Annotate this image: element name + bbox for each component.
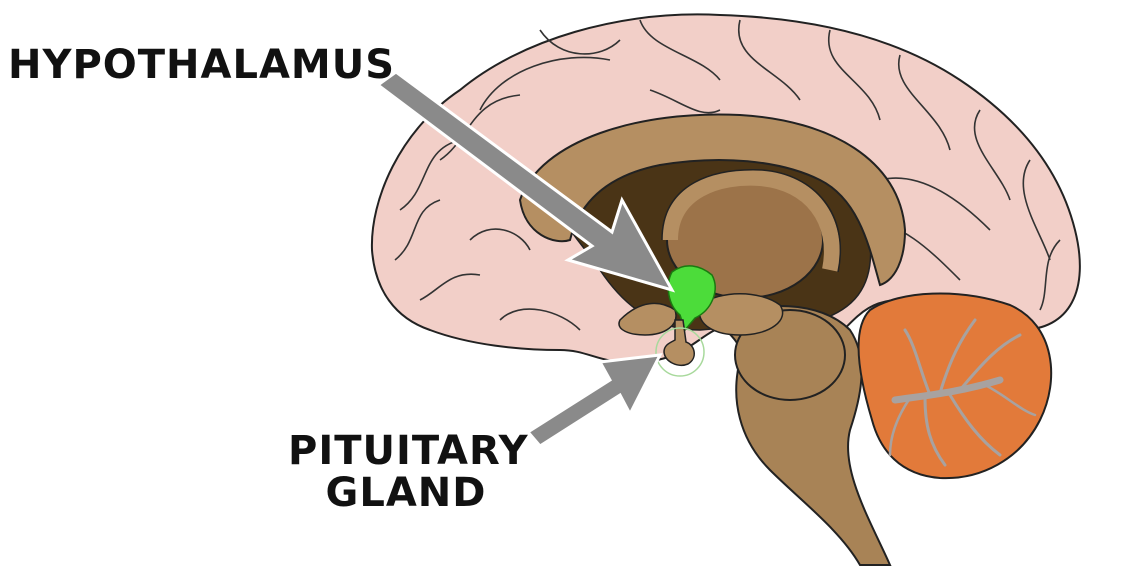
pituitary-highlight-ring [655, 327, 705, 377]
pituitary-label-line2: GLAND [325, 470, 487, 516]
gyri [394, 19, 1061, 331]
hypothalamus-arrow [375, 70, 676, 293]
pituitary-gland [663, 319, 695, 366]
corpus-callosum [518, 113, 907, 287]
mammillary-region [698, 293, 784, 336]
optic-chiasm [618, 302, 677, 336]
hypothalamus-label: HYPOTHALAMUS [8, 42, 396, 88]
fornix [662, 169, 840, 272]
hypothalamus-region [667, 265, 716, 332]
pituitary-label-line1: PITUITARY [288, 428, 529, 474]
cerebellum [857, 292, 1053, 480]
arbor-vitae [888, 318, 1037, 467]
pituitary-arrow [525, 353, 663, 448]
pituitary-gland-label: PITUITARY GLAND [288, 428, 529, 516]
